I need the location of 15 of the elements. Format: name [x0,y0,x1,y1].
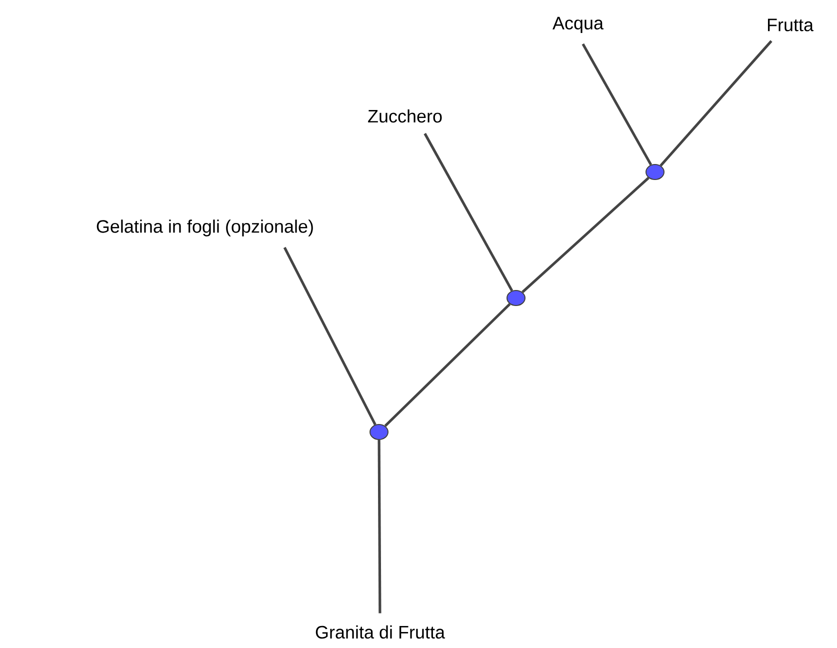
ingredient-label: Granita di Frutta [316,625,445,639]
connector-line [582,43,652,166]
connector-line [378,440,382,614]
ingredient-label: Zucchero [368,109,442,123]
junction-dot [506,290,526,306]
connector-line [283,246,376,426]
junction-dot [370,424,388,440]
connector-line [660,40,772,166]
connector-line [522,176,650,294]
junction-dot [646,164,664,180]
connector-line [424,132,514,292]
ingredient-label: Gelatina in fogli (opzionale) [96,220,313,236]
connector-line [384,303,511,427]
ingredient-label: Acqua [552,16,604,34]
ingredient-label: Frutta [768,18,814,32]
